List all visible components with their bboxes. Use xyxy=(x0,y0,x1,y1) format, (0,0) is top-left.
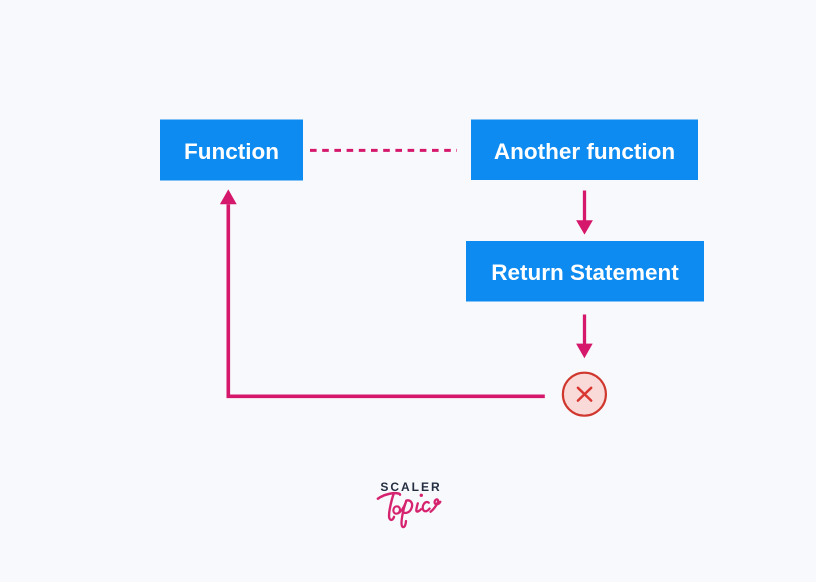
svg-text:SCALER: SCALER xyxy=(380,480,441,494)
svg-text:Another function: Another function xyxy=(494,139,675,164)
svg-text:Function: Function xyxy=(184,139,279,164)
svg-text:Return Statement: Return Statement xyxy=(491,260,679,285)
